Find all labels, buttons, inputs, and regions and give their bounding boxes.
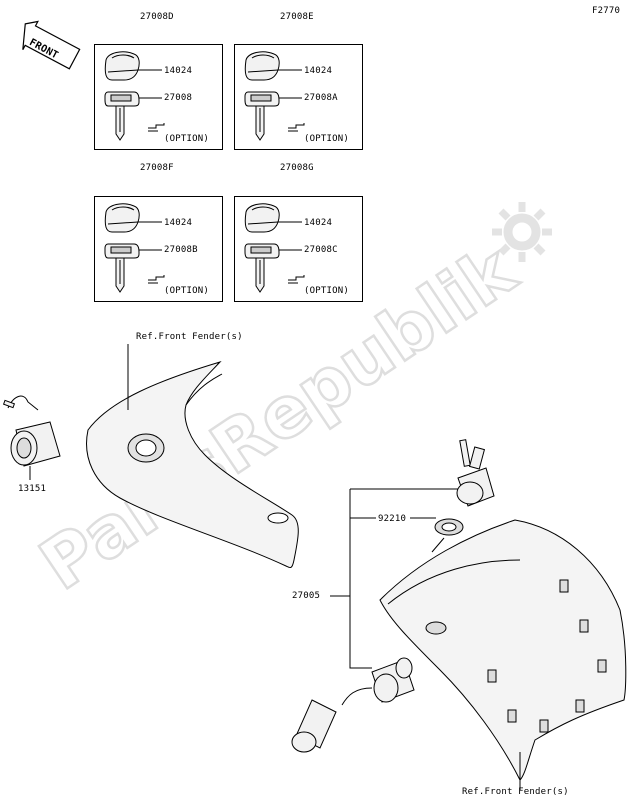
key-set-box-e xyxy=(234,44,363,150)
key-set-f xyxy=(104,203,165,293)
key-set-box-f xyxy=(94,196,223,302)
ignition-switch xyxy=(456,439,495,507)
front-fender-upper xyxy=(86,360,299,569)
key-set-code-d: 27008D xyxy=(140,12,174,22)
key-set-code-g: 27008G xyxy=(280,163,314,173)
leader-lines xyxy=(330,488,521,790)
key-set-box-g xyxy=(234,196,363,302)
switch-assy-27005 xyxy=(291,657,415,753)
option-note-e: (OPTION) xyxy=(304,134,349,144)
option-note-f: (OPTION) xyxy=(164,286,209,296)
cover-code-f: 14024 xyxy=(164,218,193,228)
front-fender-lower xyxy=(379,519,627,781)
socket-code-label: 13151 xyxy=(18,484,47,494)
switch-assy-code-label: 27005 xyxy=(292,591,321,601)
key-set-e xyxy=(244,51,305,141)
diagram-code: F2770 xyxy=(592,6,621,16)
cover-code-e: 14024 xyxy=(304,66,333,76)
key-code-d: 27008 xyxy=(164,93,193,103)
ref-front-fender-bottom-label: Ref.Front Fender(s) xyxy=(462,787,569,797)
key-set-code-f: 27008F xyxy=(140,163,174,173)
ring-92210 xyxy=(434,518,464,536)
key-code-g: 27008C xyxy=(304,245,338,255)
key-set-d xyxy=(104,51,165,141)
option-note-d: (OPTION) xyxy=(164,134,209,144)
key-code-f: 27008B xyxy=(164,245,198,255)
key-set-code-e: 27008E xyxy=(280,12,314,22)
socket-13151 xyxy=(2,395,61,467)
key-set-box-d xyxy=(94,44,223,150)
ref-front-fender-top-label: Ref.Front Fender(s) xyxy=(136,332,243,342)
cover-code-d: 14024 xyxy=(164,66,193,76)
cover-code-g: 14024 xyxy=(304,218,333,228)
key-code-e: 27008A xyxy=(304,93,338,103)
ring-code-label: 92210 xyxy=(378,514,407,524)
option-note-g: (OPTION) xyxy=(304,286,349,296)
key-set-g xyxy=(244,203,305,293)
